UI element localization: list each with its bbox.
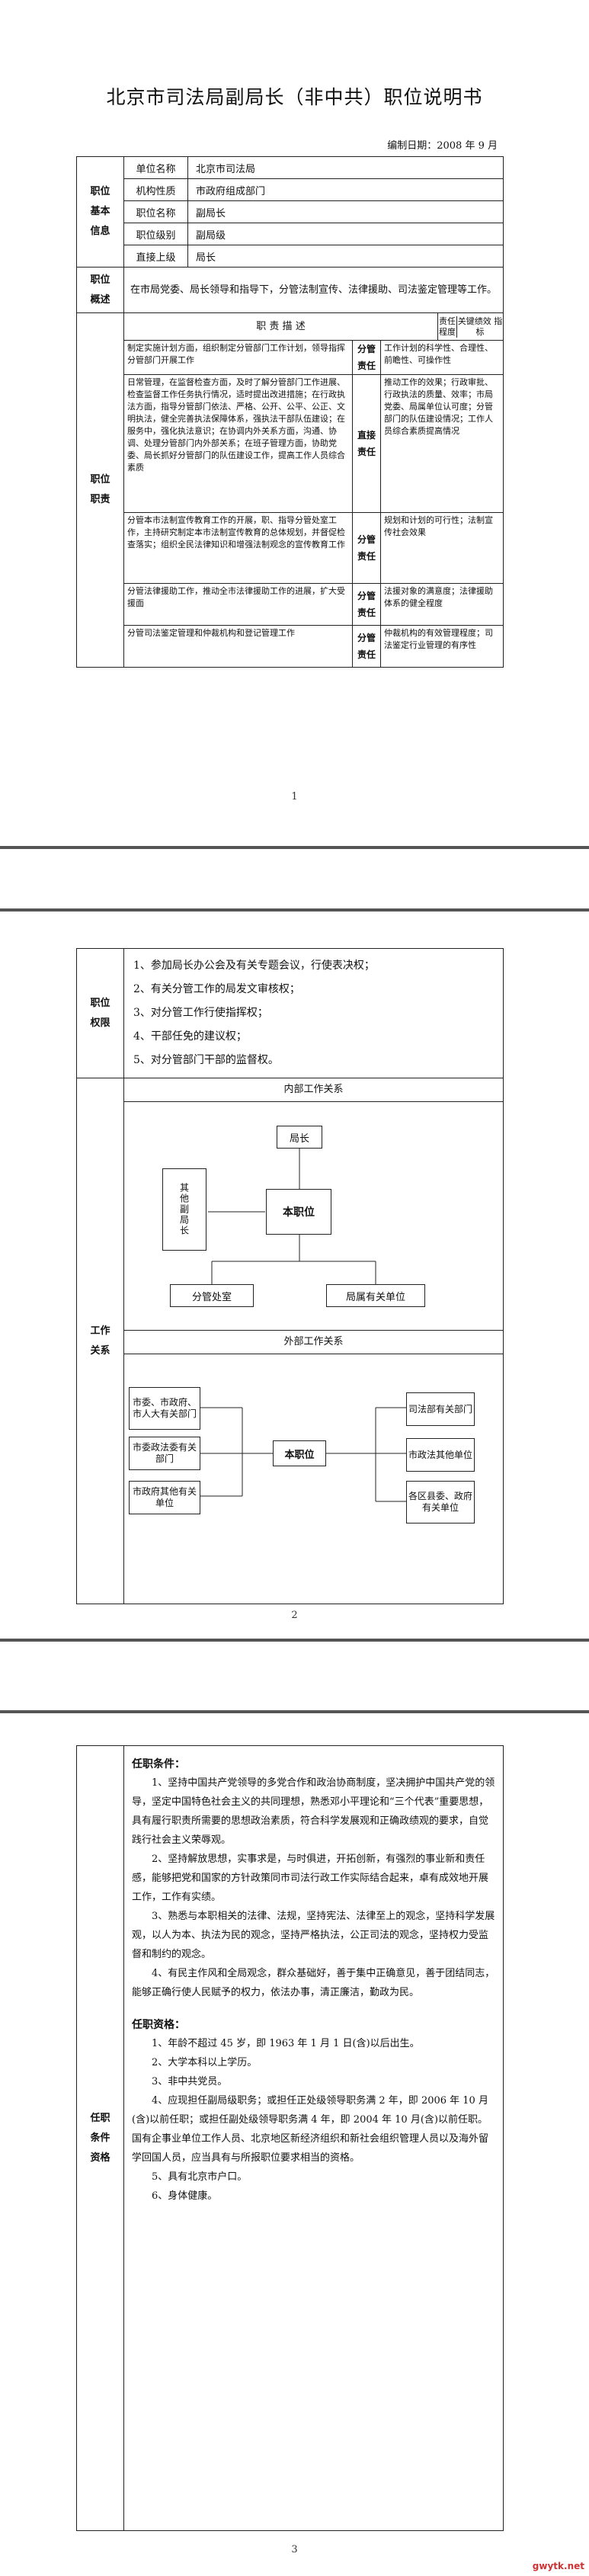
org-nature-value: 市政府组成部门 [187, 178, 504, 201]
org-nature-label: 机构性质 [123, 178, 188, 201]
position-level-value: 副局级 [187, 223, 504, 245]
internal-connectors [208, 1149, 376, 1284]
ext-right-box: 市政法其他单位 [406, 1438, 475, 1472]
position-name-value: 副局长 [187, 200, 504, 223]
qualification-item: 1、年龄不超过 45 岁，即 1963 年 1 月 1 日(含)以后出生。 [152, 2038, 420, 2049]
qualification-item: 2、大学本科以上学历。 [152, 2057, 258, 2068]
page-3: 任职条件资格 任职条件： 1、坚持中国共产党领导的多党合作和政治协商制度，坚决拥… [0, 1745, 589, 2576]
document-title: 北京市司法局副局长（非中共）职位说明书 [106, 86, 483, 108]
internal-title: 内部工作关系 [124, 1078, 503, 1102]
duty-row: 分管本市法制宣传教育工作的开展，职、指导分管处室工作，主持研究制定本市法制宣传教… [77, 512, 504, 584]
condition-item: 2、坚持解放思想，实事求是，与时俱进，开拓创新，有强烈的事业新和责任感，能够把党… [132, 1854, 489, 1903]
page-number: 1 [291, 791, 298, 803]
peers-box: 其他副局长 [162, 1168, 206, 1251]
position-table: 职位基本信息 单位名称 北京市司法局 机构性质 市政府组成部门 职位名称 副局长… [76, 156, 504, 668]
condition-item: 3、熟悉与本职相关的法律、法规，坚持宪法、法律至上的观念，坚持科学发展观，以人为… [132, 1911, 495, 1960]
position-table-cont: 职位权限 1、参加局长办公会及有关专题会议，行使表决权； 2、有关分管工作的局发… [76, 948, 504, 1604]
page-number: 2 [291, 1610, 298, 1621]
unit-name-value: 北京市司法局 [187, 156, 504, 179]
ext-right-box: 各区县委、政府有关单位 [406, 1481, 475, 1523]
superior-label: 直接上级 [123, 245, 188, 268]
qualification-item: 5、具有北京市户口。 [152, 2171, 248, 2183]
qualification-item: 6、身体健康。 [152, 2190, 218, 2202]
sub2-box: 局属有关单位 [326, 1284, 425, 1307]
relations-label: 工作关系 [76, 1078, 124, 1604]
duty-header: 职 责 描 述 [123, 312, 438, 341]
unit-name-label: 单位名称 [123, 156, 188, 179]
duties-label: 职位职责 [76, 312, 124, 668]
self-box-internal: 本职位 [266, 1189, 331, 1235]
powers-list: 1、参加局长办公会及有关专题会议，行使表决权； 2、有关分管工作的局发文审核权；… [123, 948, 504, 1078]
page-1: 北京市司法局副局长（非中共）职位说明书 编制日期：2008 年 9 月 职位基本… [0, 0, 589, 823]
page-separator [0, 1631, 589, 1745]
sub1-box: 分管处室 [170, 1284, 254, 1307]
resp-header: 责任 程度 关键绩效 指 标 [437, 312, 504, 341]
qualification-item: 3、非中共党员。 [152, 2076, 228, 2087]
summary-text: 在市局党委、局长领导和指导下，分管法制宣传、法律援助、司法鉴定管理等工作。 [123, 267, 504, 313]
superior-value: 局长 [187, 245, 504, 268]
page-2: 职位权限 1、参加局长办公会及有关专题会议，行使表决权； 2、有关分管工作的局发… [0, 930, 589, 1631]
conditions-title: 任职条件： [132, 1758, 185, 1770]
position-level-label: 职位级别 [123, 223, 188, 245]
summary-label: 职位概述 [76, 267, 124, 313]
watermark: gwytk.net [532, 2561, 584, 2571]
ext-right-box: 司法部有关部门 [406, 1392, 475, 1426]
duty-row: 日常管理，在监督检查方面，及时了解分管部门工作进展、检查监督工作任务执行情况，适… [77, 374, 504, 513]
ext-left-box: 市委政法委有关部门 [129, 1437, 200, 1470]
page-number: 3 [291, 2544, 298, 2555]
position-name-label: 职位名称 [123, 200, 188, 223]
powers-label: 职位权限 [76, 948, 124, 1078]
boss-box: 局长 [277, 1126, 322, 1149]
power-item: 5、对分管部门干部的监督权。 [133, 1054, 279, 1066]
page-separator [0, 823, 589, 930]
position-table-cont: 任职条件资格 任职条件： 1、坚持中国共产党领导的多党合作和政治协商制度，坚决拥… [76, 1745, 504, 2531]
ext-left-box: 市政府其他有关单位 [129, 1481, 200, 1514]
qualifications-title: 任职资格： [132, 2019, 185, 2031]
duty-row: 制定实施计划方面，组织制定分管部门工作计划，领导指挥分管部门开展工作 分管 责任… [77, 340, 504, 375]
ext-left-box: 市委、市政府、市人大有关部门 [129, 1387, 200, 1430]
qualification-content: 任职条件： 1、坚持中国共产党领导的多党合作和政治协商制度，坚决拥护中国共产党的… [123, 1745, 504, 2531]
power-item: 1、参加局长办公会及有关专题会议，行使表决权； [133, 960, 375, 972]
qualification-item: 4、应现担任副局级职务；或担任正处级领导职务满 2 年，即 2006 年 10 … [132, 2095, 489, 2164]
duty-row: 分管司法鉴定管理和仲裁机构和登记管理工作 分管 责任 仲裁机构的有效管理程度；司… [77, 625, 504, 668]
basic-info-label: 职位基本信息 [76, 156, 124, 268]
power-item: 2、有关分管工作的局发文审核权； [133, 983, 300, 995]
compile-date: 编制日期：2008 年 9 月 [387, 140, 498, 152]
power-item: 4、干部任免的建议权； [133, 1030, 247, 1043]
condition-item: 1、坚持中国共产党领导的多党合作和政治协商制度，坚决拥护中国共产党的领导，坚定中… [132, 1777, 495, 1846]
self-box-external: 本职位 [273, 1440, 326, 1466]
condition-item: 4、有民主作风和全局观念，群众基础好，善于集中正确意见，善于团结同志，能够正确行… [132, 1968, 495, 1998]
qualification-label: 任职条件资格 [76, 1745, 124, 2531]
external-connectors [200, 1407, 406, 1502]
relations-diagram: 内部工作关系 局长 其他副局长 本职位 分管处室 局属有关单位 外部工作关系 [123, 1078, 504, 1604]
duty-row: 分管法律援助工作，推动全市法律援助工作的进展，扩大受援面 分管 责任 法援对象的… [77, 583, 504, 626]
power-item: 3、对分管工作行使指挥权； [133, 1007, 268, 1019]
external-title: 外部工作关系 [124, 1330, 503, 1354]
